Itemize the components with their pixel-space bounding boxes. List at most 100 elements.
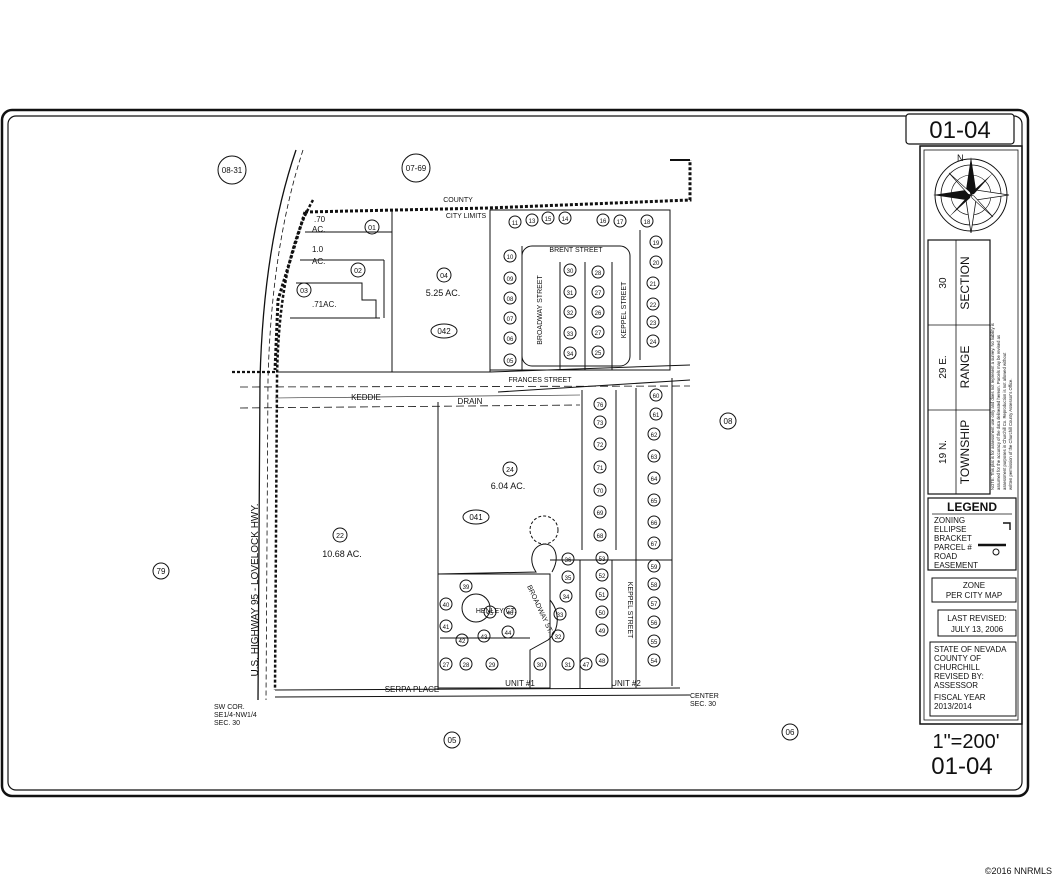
svg-text:06: 06 [786,728,795,737]
city-limits-west [273,211,307,371]
svg-text:52: 52 [599,574,606,580]
svg-text:29: 29 [489,663,496,669]
svg-text:NOTE: This plat is for assessm: NOTE: This plat is for assessment use on… [990,323,995,490]
parcel-22-acres: 10.68 AC. [322,549,362,559]
svg-text:57: 57 [651,602,658,608]
svg-text:49: 49 [599,629,606,635]
unit-2-label: UNIT #2 [611,679,641,688]
svg-text:33: 33 [557,613,564,619]
svg-text:04: 04 [440,273,448,280]
title-block [919,145,1023,725]
svg-text:50: 50 [599,611,606,617]
svg-text:64: 64 [651,477,658,483]
parcel-01-ac: AC. [312,225,325,234]
last-revised-box [937,609,1017,637]
township-label: TOWNSHIP [958,420,972,484]
parcel-24: 24 [502,461,518,477]
svg-text:08: 08 [724,417,733,426]
svg-text:24: 24 [506,467,514,474]
svg-text:26: 26 [595,311,602,317]
svg-text:07: 07 [507,317,514,323]
serpa-place-line [274,694,691,698]
svg-text:56: 56 [651,621,658,627]
svg-text:22: 22 [650,303,657,309]
state-line-4: REVISED BY: [934,672,984,681]
svg-text:28: 28 [595,271,602,277]
parcel-03: 03 [296,282,312,298]
frances-street-label: FRANCES STREET [508,377,572,384]
svg-text:written permission of the Chur: written permission of the Churchill Coun… [1008,378,1013,490]
parcel-02-ac: AC. [312,257,325,266]
parcel-24-acres: 6.04 AC. [491,481,526,491]
svg-text:assumed for the accuracy of th: assumed for the accuracy of the data del… [996,335,1001,490]
svg-text:43: 43 [481,635,488,641]
svg-text:23: 23 [650,321,657,327]
svg-text:73: 73 [597,421,604,427]
city-limits-label: CITY LIMITS [446,213,487,220]
adjacent-map-08-31: 08-31 [217,155,247,185]
svg-text:02: 02 [354,268,362,275]
state-line-2: COUNTY OF [934,654,981,663]
south-subdivision [437,559,672,689]
svg-text:17: 17 [617,220,624,226]
block-042-ellipse: 042 [430,323,458,339]
svg-text:39: 39 [463,585,470,591]
svg-text:59: 59 [651,565,658,571]
map-number-top: 01-04 [929,117,990,144]
svg-text:41: 41 [443,625,450,631]
highway-label: U.S. HIGHWAY 95 - LOVELOCK HWY. [250,503,261,676]
svg-text:36: 36 [565,558,572,564]
svg-text:041: 041 [469,513,483,522]
disclaimer-notes: NOTE: This plat is for assessment use on… [990,323,1013,490]
keppel-street-south-label: KEPPEL STREET [626,582,633,639]
svg-text:06: 06 [507,337,514,343]
svg-text:79: 79 [157,567,166,576]
svg-text:32: 32 [555,635,562,641]
sheet-border-outer [0,108,1030,798]
south-lot-bubbles: 76 73 72 71 70 69 68 60 61 62 63 64 65 6… [439,388,663,671]
svg-text:assessment purposes in Churchi: assessment purposes in Churchill Co. Rep… [1002,352,1007,490]
keddie-drain-north [239,385,691,388]
svg-text:27: 27 [443,663,450,669]
frances-street-line [489,364,691,373]
svg-text:48: 48 [599,659,606,665]
svg-text:18: 18 [644,220,651,226]
north-subdivision [489,209,671,371]
copyright: ©2016 NNRMLS [985,866,1052,876]
state-line-5: ASSESSOR [934,681,978,690]
svg-text:51: 51 [599,593,606,599]
adjacent-parcel-05: 05 [443,731,461,749]
zone-line-2: PER CITY MAP [946,591,1002,600]
legend-item-road: ROAD [934,552,957,561]
highway-edge-center [265,149,304,701]
svg-text:28: 28 [463,663,470,669]
svg-text:65: 65 [651,499,658,505]
svg-text:72: 72 [597,443,604,449]
adjacent-parcel-06: 06 [781,723,799,741]
legend-item-bracket: BRACKET [934,534,972,543]
svg-text:30: 30 [537,663,544,669]
svg-text:68: 68 [597,534,604,540]
svg-text:13: 13 [529,219,536,225]
svg-text:08-31: 08-31 [222,166,243,175]
legend-item-zoning: ZONING [934,516,965,525]
parcel-02: 02 [350,262,366,278]
svg-text:61: 61 [653,413,660,419]
serpa-place-label: SERPA PLACE [385,685,440,694]
svg-text:27: 27 [595,291,602,297]
brent-street-label: BRENT STREET [549,247,603,254]
svg-text:42: 42 [459,639,466,645]
svg-text:20: 20 [653,261,660,267]
svg-text:16: 16 [600,219,607,225]
svg-text:SE1/4-NW1/4: SE1/4-NW1/4 [214,712,257,719]
highway-edge-east [273,199,315,691]
section-label: SECTION [958,256,972,309]
svg-text:15: 15 [545,217,552,223]
last-revised-line-2: JULY 13, 2006 [951,625,1004,634]
svg-text:34: 34 [567,352,574,358]
svg-text:11: 11 [512,221,519,227]
section-value: 30 [938,277,949,289]
svg-text:60: 60 [653,394,660,400]
legend-item-parcel: PARCEL # [934,543,972,552]
svg-text:32: 32 [567,311,574,317]
